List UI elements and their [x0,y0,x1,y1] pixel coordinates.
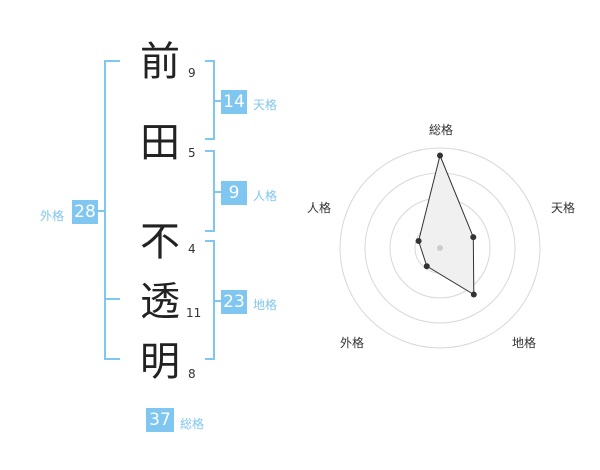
name-char-4: 透 [140,279,180,325]
tenkaku-label: 天格 [253,98,278,112]
name-char-2: 田 [140,120,180,166]
stroke-count-4: 11 [186,306,202,320]
soukaku-label: 総格 [180,417,205,431]
gaikaku-bracket [104,60,120,360]
gaikaku-value: 28 [72,200,98,224]
tenkaku-bracket [205,60,215,140]
radar-point [415,238,422,245]
radar-axis-label-tenkaku: 天格 [551,200,575,215]
radar-point [423,263,430,270]
stroke-count-5: 8 [188,367,196,381]
chikaku-connector [215,300,221,302]
radar-axis-label-jinkaku: 人格 [307,200,331,215]
gaikaku-connector [98,210,104,212]
chikaku-label: 地格 [253,298,278,312]
jinkaku-value: 9 [221,181,247,205]
jinkaku-bracket [205,150,215,232]
gaikaku-label: 外格 [40,209,65,223]
stroke-count-1: 9 [188,66,196,80]
radar-point [470,291,477,298]
radar-point [437,152,443,159]
radar-axis-label-gaikaku: 外格 [340,335,364,350]
stroke-count-2: 5 [188,146,196,160]
stroke-count-3: 4 [188,242,196,256]
name-char-1: 前 [140,39,180,85]
chikaku-value: 23 [221,290,247,314]
radar-point [470,234,477,241]
radar-center [437,245,443,251]
gaikaku-divider [104,298,120,300]
radar-ring [339,147,541,349]
name-char-3: 不 [140,219,180,265]
jinkaku-label: 人格 [253,189,278,203]
soukaku-value: 37 [146,408,174,432]
jinkaku-connector [215,191,221,193]
radar-axis-label-soukaku: 総格 [429,122,453,137]
chikaku-bracket [205,240,215,360]
radar-axis-label-chikaku: 地格 [512,335,536,350]
tenkaku-value: 14 [221,90,247,114]
tenkaku-connector [215,100,221,102]
radar-area [418,153,475,296]
name-char-5: 明 [140,339,180,385]
